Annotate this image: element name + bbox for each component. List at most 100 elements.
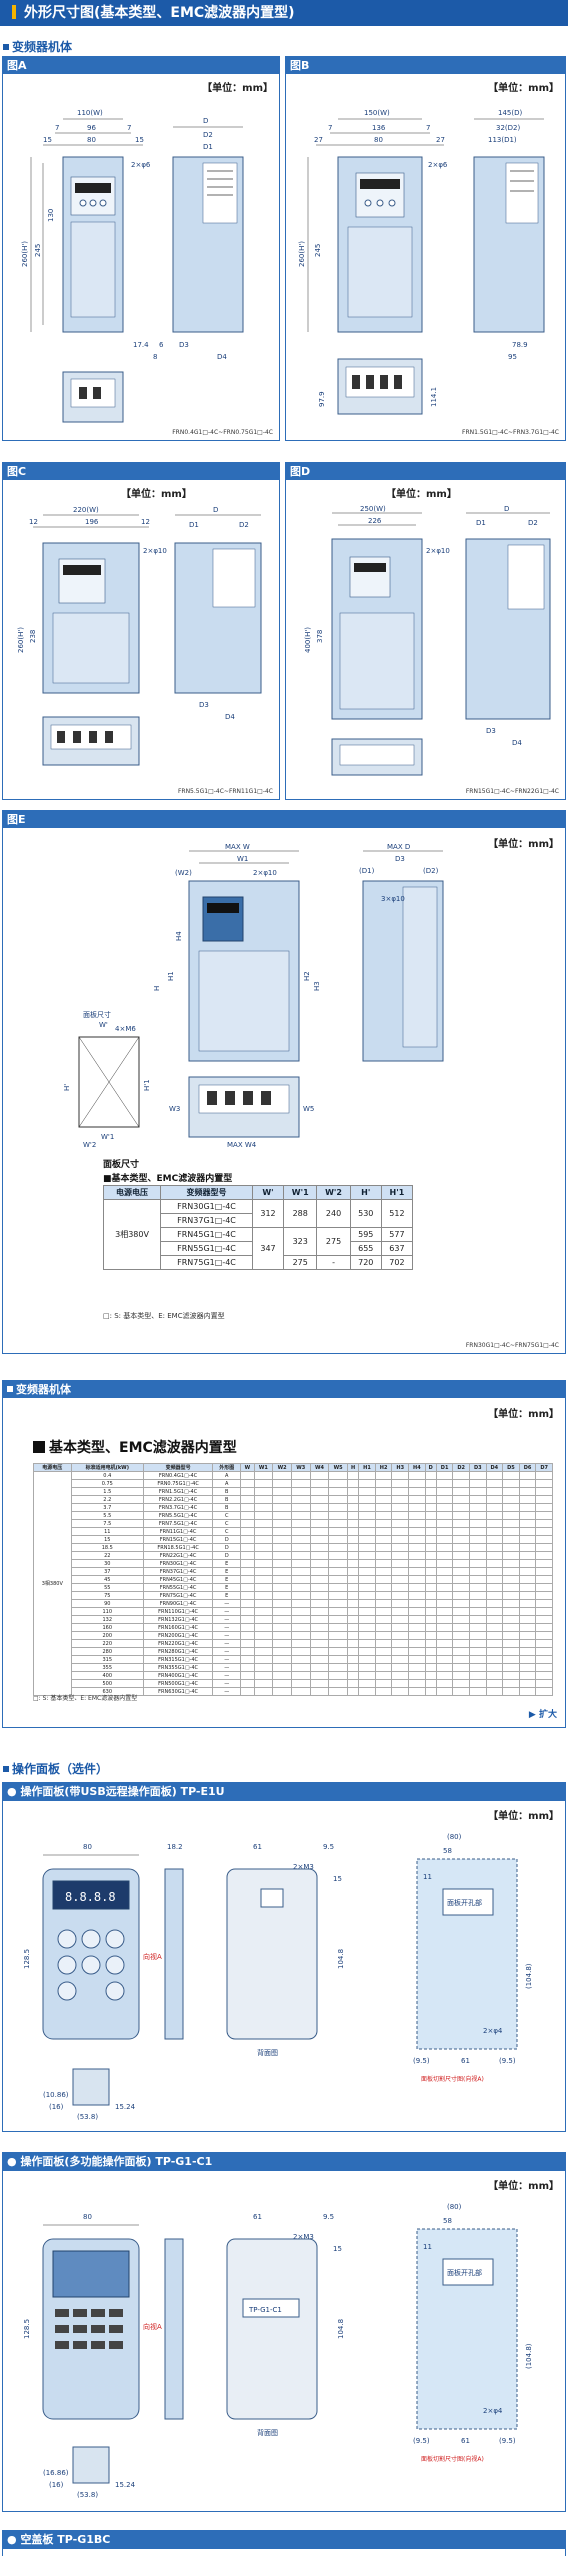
table-cell — [240, 1639, 255, 1648]
table-cell — [358, 1671, 376, 1680]
table-cell — [290, 1503, 311, 1512]
table-cell — [240, 1615, 255, 1624]
table-cell — [452, 1615, 470, 1624]
table-cell — [253, 1615, 274, 1624]
table-cell — [518, 1567, 537, 1576]
table-cell — [290, 1511, 311, 1520]
table-cell — [328, 1671, 348, 1680]
table-cell: E — [212, 1559, 242, 1568]
p1-dim-80b: (80) — [447, 1833, 462, 1841]
table-cell — [424, 1527, 437, 1536]
figure-e-title: 图E — [3, 811, 565, 828]
fig-e-panel-dim-label: 面板尺寸 — [103, 1160, 140, 1170]
table-cell — [535, 1687, 553, 1696]
fig-e-dim-w2: (W2) — [175, 869, 192, 877]
table-cell — [468, 1575, 487, 1584]
table-cell: FRN355G1□-4C — [142, 1663, 214, 1672]
table-cell — [309, 1655, 330, 1664]
title-marker-icon — [12, 5, 16, 19]
p1-dim-1048: (104.8) — [525, 1963, 533, 1989]
table-header-cell: D3 — [468, 1463, 487, 1472]
table-cell: FRN110G1□-4C — [142, 1607, 214, 1616]
table-cell: — — [212, 1607, 242, 1616]
table-cell — [518, 1487, 537, 1496]
figure-b-drawing: 150(W) 7 136 7 27 80 27 260(H') 245 145(… — [298, 109, 545, 415]
table-cell — [535, 1583, 553, 1592]
table-cell — [328, 1679, 348, 1688]
table-cell — [358, 1511, 376, 1520]
table-cell — [346, 1543, 360, 1552]
table-cell — [290, 1575, 311, 1584]
table-cell — [518, 1607, 537, 1616]
fig-a-dim-7a: 7 — [55, 124, 59, 132]
table-cell — [424, 1519, 437, 1528]
table-cell — [452, 1551, 470, 1560]
table-cell — [435, 1615, 454, 1624]
figure-c-unit: 【单位：mm】 — [121, 489, 192, 500]
table-cell — [391, 1623, 410, 1632]
table-cell — [346, 1623, 360, 1632]
table-cell — [328, 1495, 348, 1504]
p1-dim-95a: (9.5) — [413, 2057, 430, 2065]
table-cell — [309, 1519, 330, 1528]
p2-dim-1048b: 104.8 — [337, 2319, 345, 2339]
table-cell — [502, 1511, 520, 1520]
fig-d-dim-hole: 2×φ10 — [426, 547, 450, 555]
table-header-cell: 标准适用电机(kW) — [70, 1463, 144, 1472]
table-cell — [502, 1567, 520, 1576]
table-cell — [408, 1679, 426, 1688]
table-cell — [468, 1623, 487, 1632]
fig-b-dim-7b: 7 — [426, 124, 430, 132]
table-cell — [391, 1511, 410, 1520]
table-cell: — — [212, 1687, 242, 1696]
table-cell — [485, 1687, 504, 1696]
table-cell — [240, 1687, 255, 1696]
table-cell — [253, 1535, 274, 1544]
table-cell — [309, 1671, 330, 1680]
table-cell — [502, 1639, 520, 1648]
fig-e-table-title: ■基本类型、EMC滤波器内置型 — [103, 1174, 233, 1184]
table-cell — [502, 1687, 520, 1696]
table-header-cell: W3 — [290, 1463, 311, 1472]
p2-model-tag: TP-G1-C1 — [248, 2306, 282, 2314]
table-cell — [424, 1615, 437, 1624]
table-cell — [328, 1591, 348, 1600]
table-cell: — — [212, 1663, 242, 1672]
table-cell — [518, 1623, 537, 1632]
table-cell: 1.5 — [70, 1487, 144, 1496]
table-cell — [253, 1647, 274, 1656]
table-cell — [253, 1527, 274, 1536]
table-cell — [424, 1687, 437, 1696]
table-cell: 500 — [70, 1679, 144, 1688]
fig-e-dim-d2: (D2) — [423, 867, 439, 875]
table-cell — [452, 1479, 470, 1488]
table-cell — [346, 1631, 360, 1640]
table-cell: FRN0.4G1□-4C — [142, 1471, 214, 1480]
table-cell — [253, 1495, 274, 1504]
table-cell — [485, 1639, 504, 1648]
table-cell — [424, 1639, 437, 1648]
expand-link[interactable]: ▶ 扩大 — [528, 1710, 557, 1720]
table-cell — [485, 1511, 504, 1520]
table-cell — [290, 1487, 311, 1496]
table-cell — [290, 1687, 311, 1696]
table-cell — [518, 1535, 537, 1544]
table-cell — [435, 1591, 454, 1600]
table-cell — [518, 1591, 537, 1600]
table-cell: 3.7 — [70, 1503, 144, 1512]
table-cell — [328, 1687, 348, 1696]
table-cell — [358, 1543, 376, 1552]
table-cell — [435, 1535, 454, 1544]
table-cell — [272, 1663, 292, 1672]
table-cell — [358, 1583, 376, 1592]
fig-e-dim-h4: H4 — [175, 931, 183, 941]
table-cell — [346, 1687, 360, 1696]
table-cell — [290, 1479, 311, 1488]
table-cell — [502, 1487, 520, 1496]
table-cell — [435, 1567, 454, 1576]
table-cell — [240, 1527, 255, 1536]
